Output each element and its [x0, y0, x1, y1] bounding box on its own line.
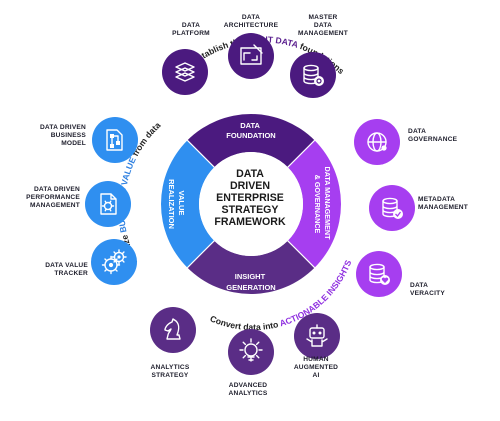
node-advanced-analytics[interactable]	[228, 329, 274, 375]
data-foundation-segment[interactable]	[187, 113, 315, 168]
data-management-segment[interactable]	[287, 140, 341, 268]
node-master-data-management[interactable]	[290, 52, 336, 98]
framework-ring	[160, 113, 341, 295]
node-label-data-governance: DATA GOVERNANCE	[408, 128, 458, 143]
center-disc	[199, 152, 303, 256]
node-label-data-driven-business-model: DATA DRIVEN BUSINESS MODEL	[39, 124, 86, 147]
node-metadata-management[interactable]	[369, 185, 415, 231]
node-label-data-driven-performance-management: DATA DRIVEN PERFORMANCE MANAGEMENT	[26, 186, 80, 209]
node-human-augmented-ai[interactable]	[294, 313, 340, 359]
insight-generation-segment[interactable]	[187, 240, 315, 295]
node-label-analytics-strategy: ANALYTICS STRATEGY	[150, 364, 190, 379]
node-label-human-augmented-ai: HUMAN AUGMENTED AI	[293, 356, 339, 379]
node-data-governance[interactable]	[354, 119, 400, 165]
node-label-metadata-management: METADATA MANAGEMENT	[418, 196, 468, 211]
segment-label-management: DATA MANAGEMENT & GOVERNANCE	[313, 167, 332, 242]
node-circle[interactable]	[294, 313, 340, 359]
document-flow-icon	[106, 129, 123, 151]
gears-icon	[101, 249, 127, 275]
document-gear-icon	[100, 193, 117, 215]
blueprint-icon	[240, 44, 263, 65]
node-label-data-value-tracker: DATA VALUE TRACKER	[45, 262, 88, 277]
node-data-driven-performance-management[interactable]	[85, 181, 131, 227]
node-label-advanced-analytics: ADVANCED ANALYTICS	[228, 382, 268, 397]
segment-divider	[287, 139, 316, 168]
node-data-architecture[interactable]	[228, 33, 274, 79]
node-circle[interactable]	[92, 117, 138, 163]
node-data-veracity[interactable]	[356, 251, 402, 297]
segment-label-insight: INSIGHT GENERATION	[226, 272, 275, 292]
segment-divider	[287, 240, 316, 269]
segment-label-value: VALUE REALIZATION	[167, 179, 186, 229]
node-data-platform[interactable]	[162, 49, 208, 95]
value-realization-segment[interactable]	[160, 140, 215, 268]
node-data-value-tracker[interactable]	[91, 239, 137, 285]
segment-divider	[186, 139, 215, 168]
database-check-icon	[382, 197, 403, 219]
globe-network-icon	[367, 132, 387, 152]
node-label-data-platform: DATA PLATFORM	[172, 22, 210, 37]
chess-knight-icon	[164, 318, 181, 340]
center-title: DATA DRIVEN ENTERPRISE STRATEGY FRAMEWOR…	[214, 168, 286, 228]
segment-divider	[186, 240, 215, 269]
segment-label-foundation: DATA FOUNDATION	[226, 121, 275, 140]
node-circle[interactable]	[228, 33, 274, 79]
stack-icon	[175, 62, 195, 82]
database-gear-icon	[303, 64, 324, 86]
database-heart-icon	[369, 263, 390, 285]
node-label-data-architecture: DATA ARCHITECTURE	[223, 14, 279, 29]
lightbulb-gear-icon	[239, 338, 263, 362]
node-analytics-strategy[interactable]	[150, 307, 196, 353]
node-label-master-data-management: MASTER DATA MANAGEMENT	[298, 14, 348, 37]
node-data-driven-business-model[interactable]	[92, 117, 138, 163]
node-circle[interactable]	[150, 307, 196, 353]
node-circle[interactable]	[85, 181, 131, 227]
node-circle[interactable]	[228, 329, 274, 375]
capability-nodes	[85, 33, 415, 375]
node-circle[interactable]	[162, 49, 208, 95]
robot-icon	[306, 324, 328, 347]
node-label-data-veracity: DATA VERACITY	[410, 282, 445, 297]
